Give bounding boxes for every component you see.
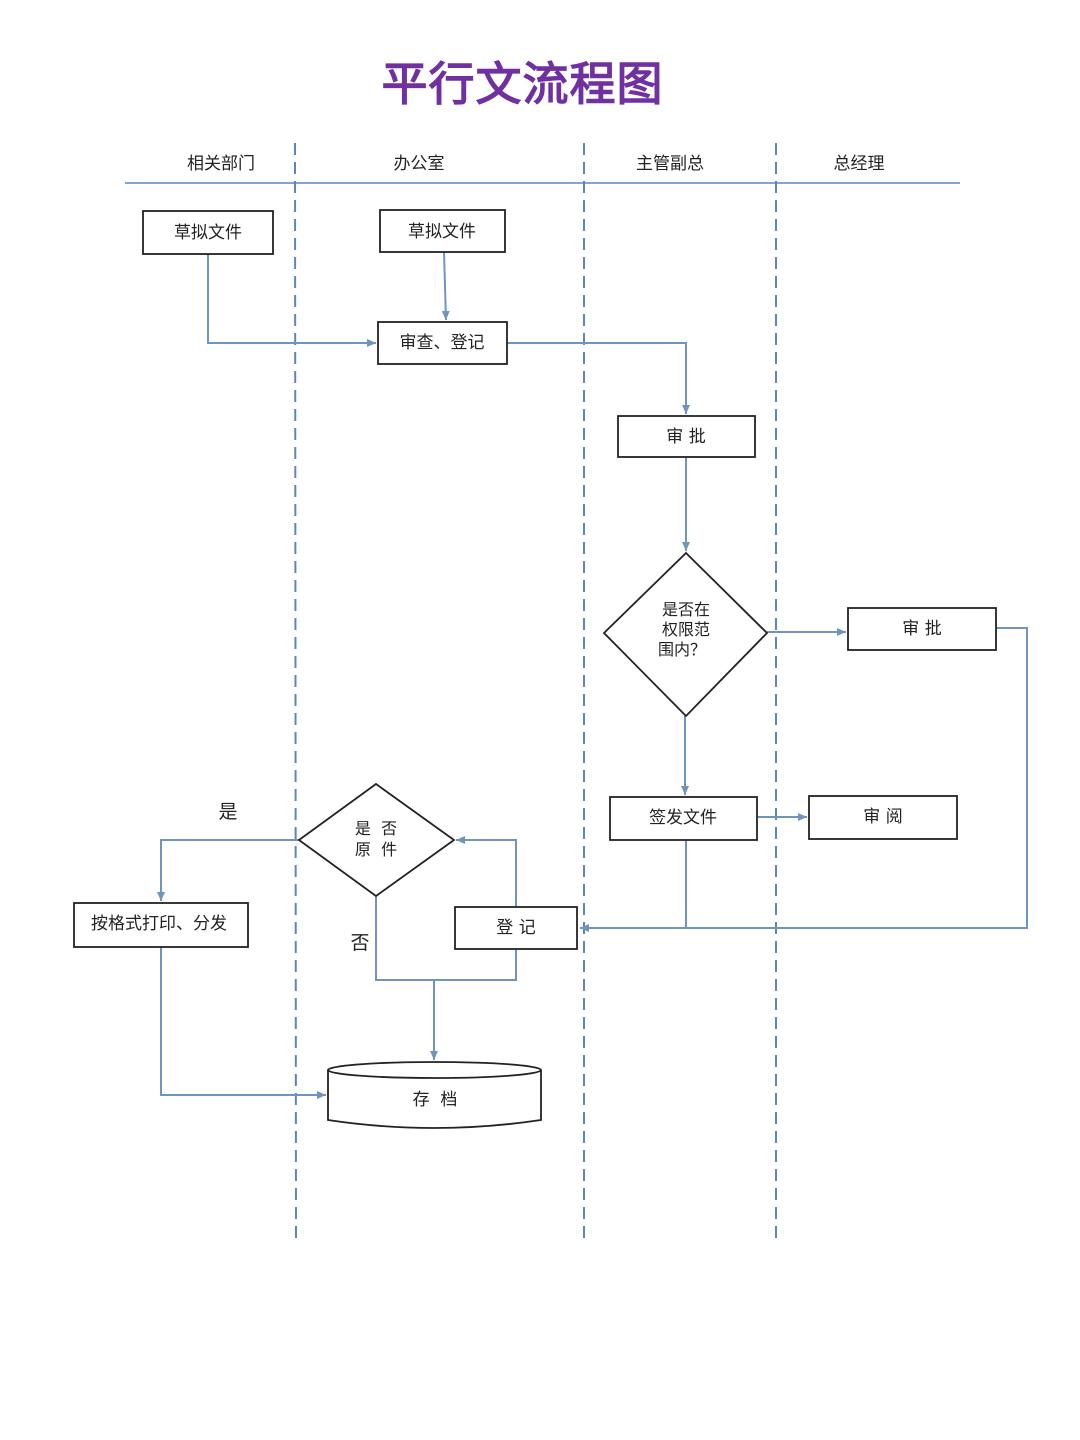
node-original-decision [297,782,456,898]
node-approve-gm [847,607,997,651]
node-print-distribute-label: 按格式打印、分发 [91,914,227,934]
lane-label-dept: 相关部门 [187,154,255,174]
lane-separator-1 [294,142,297,1239]
page-title: 平行文流程图 [381,57,664,111]
node-approve-vp [617,415,756,458]
edge-draft-dept-to-review [207,254,376,347]
node-review-register [377,321,508,365]
node-approve-gm-label: 审 批 [902,619,941,639]
node-review-register-label: 审查、登记 [400,333,485,353]
node-authority-line-2: 权限范 [662,620,710,639]
node-register-label: 登 记 [496,918,535,938]
edge-approve-gm-to-register [580,627,1028,932]
node-draft-dept-label: 草拟文件 [174,223,242,243]
edge-label-yes: 是 [218,801,237,823]
lane-label-vp: 主管副总 [636,154,704,174]
node-original-line-1: 是 否 [355,819,397,838]
edge-draft-office-to-review [441,251,450,321]
node-archive-label: 存 档 [413,1090,458,1110]
node-draft-office [379,209,506,253]
edge-register-to-archive [430,949,517,1060]
node-authority-decision [602,551,769,718]
lane-label-gm: 总经理 [834,154,885,174]
node-authority-line-3: 围内？ [658,640,706,659]
node-sign-issue-label: 签发文件 [649,808,717,828]
edge-review-to-approve-vp [507,342,690,414]
node-sign-issue [609,796,758,841]
node-approve-vp-label: 审 批 [666,427,705,447]
edge-original-q-no [375,896,434,981]
node-authority-line-1: 是否在 [662,600,710,619]
node-original-line-2: 原 件 [355,840,397,859]
node-print-distribute [73,902,249,948]
node-review-gm [808,795,958,840]
node-draft-dept [142,210,274,255]
node-draft-office-label: 草拟文件 [408,222,476,242]
lane-label-office: 办公室 [394,154,445,174]
edge-register-to-original-q [456,836,517,907]
edge-label-no: 否 [350,932,369,954]
node-register [454,906,578,950]
edge-print-to-archive [160,947,326,1099]
edge-original-q-yes [157,839,299,901]
node-review-gm-label: 审 阅 [863,807,902,827]
node-archive [327,1061,542,1129]
